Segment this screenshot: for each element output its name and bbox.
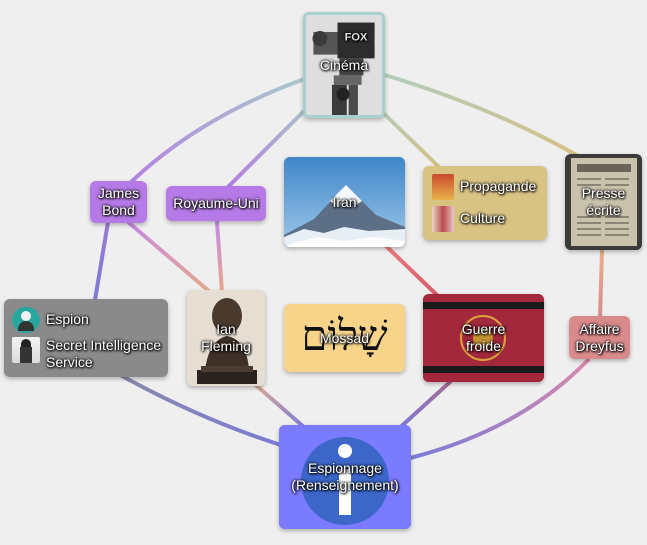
svg-text:FOX: FOX <box>345 31 368 43</box>
poster-thumbnail <box>432 174 454 200</box>
bust-statue-image <box>187 290 265 386</box>
edge-cinema-james-bond <box>116 76 309 197</box>
edge-ian-espionnage <box>248 378 307 430</box>
edge-bond-ian <box>126 220 212 294</box>
list-item-espion[interactable]: Espion <box>12 307 89 333</box>
edge-guerre-espionnage <box>393 380 452 434</box>
node-presse-ecrite[interactable]: Presse écrite <box>565 154 642 250</box>
node-espion-list[interactable]: Espion Secret Intelligence Service <box>4 299 168 377</box>
newspaper-image <box>565 154 642 250</box>
edge-cinema-propagande <box>373 103 442 170</box>
edge-cinema-presse <box>383 73 587 162</box>
node-label: Espionnage (Renseignement) <box>291 460 399 493</box>
spy-thumbnail <box>12 307 40 333</box>
painting-thumbnail <box>432 206 454 232</box>
node-label: Iran <box>332 193 357 210</box>
node-cinema[interactable]: FOX Cinéma <box>303 12 385 118</box>
node-mossad[interactable]: שָׁלוֹם Mossad <box>284 304 405 372</box>
node-label: Affaire Dreyfus <box>575 320 624 354</box>
agent-thumbnail <box>12 337 40 363</box>
list-item-propagande[interactable]: Propagande <box>432 174 536 200</box>
item-label: Secret Intelligence Service <box>46 337 162 370</box>
edge-cinema-royaume-uni <box>223 98 317 192</box>
item-label: Culture <box>460 210 506 226</box>
item-label: Propagande <box>460 178 537 194</box>
node-label: Royaume-Uni <box>173 195 259 211</box>
node-iran[interactable]: Iran <box>284 157 405 247</box>
node-label: Presse écrite <box>581 185 626 218</box>
edge-ru-ian <box>215 220 224 294</box>
node-label: Mossad <box>319 329 370 346</box>
node-james-bond[interactable]: James Bond <box>90 181 147 223</box>
shalom-glyph: שָׁלוֹם <box>301 311 388 360</box>
node-label: Cinéma <box>319 56 369 73</box>
edge-bond-espion <box>93 220 110 302</box>
node-espionnage[interactable]: Espionnage (Renseignement) <box>279 425 411 529</box>
edge-iran-guerre <box>383 243 442 300</box>
list-item-sis[interactable]: Secret Intelligence Service <box>12 337 161 371</box>
edge-dreyfus-espionnage <box>408 358 590 460</box>
film-camera-image: FOX <box>306 15 382 115</box>
edge-espion-espionnage <box>113 370 292 450</box>
node-label: Ian Fleming <box>201 321 251 354</box>
soviet-flag-image <box>423 294 544 382</box>
node-label: James Bond <box>97 185 140 218</box>
node-guerre-froide[interactable]: Guerre froide <box>423 294 544 382</box>
info-icon <box>279 425 411 529</box>
list-item-culture[interactable]: Culture <box>432 206 505 232</box>
node-affaire-dreyfus[interactable]: Affaire Dreyfus <box>569 316 630 359</box>
node-royaume-uni[interactable]: Royaume-Uni <box>166 186 266 221</box>
node-ian-fleming[interactable]: Ian Fleming <box>187 290 265 386</box>
node-label: Guerre froide <box>461 321 506 354</box>
node-propagande-culture[interactable]: Propagande Culture <box>423 166 547 240</box>
mountain-image <box>284 157 405 247</box>
edge-presse-dreyfus <box>598 248 604 320</box>
item-label: Espion <box>46 311 89 327</box>
